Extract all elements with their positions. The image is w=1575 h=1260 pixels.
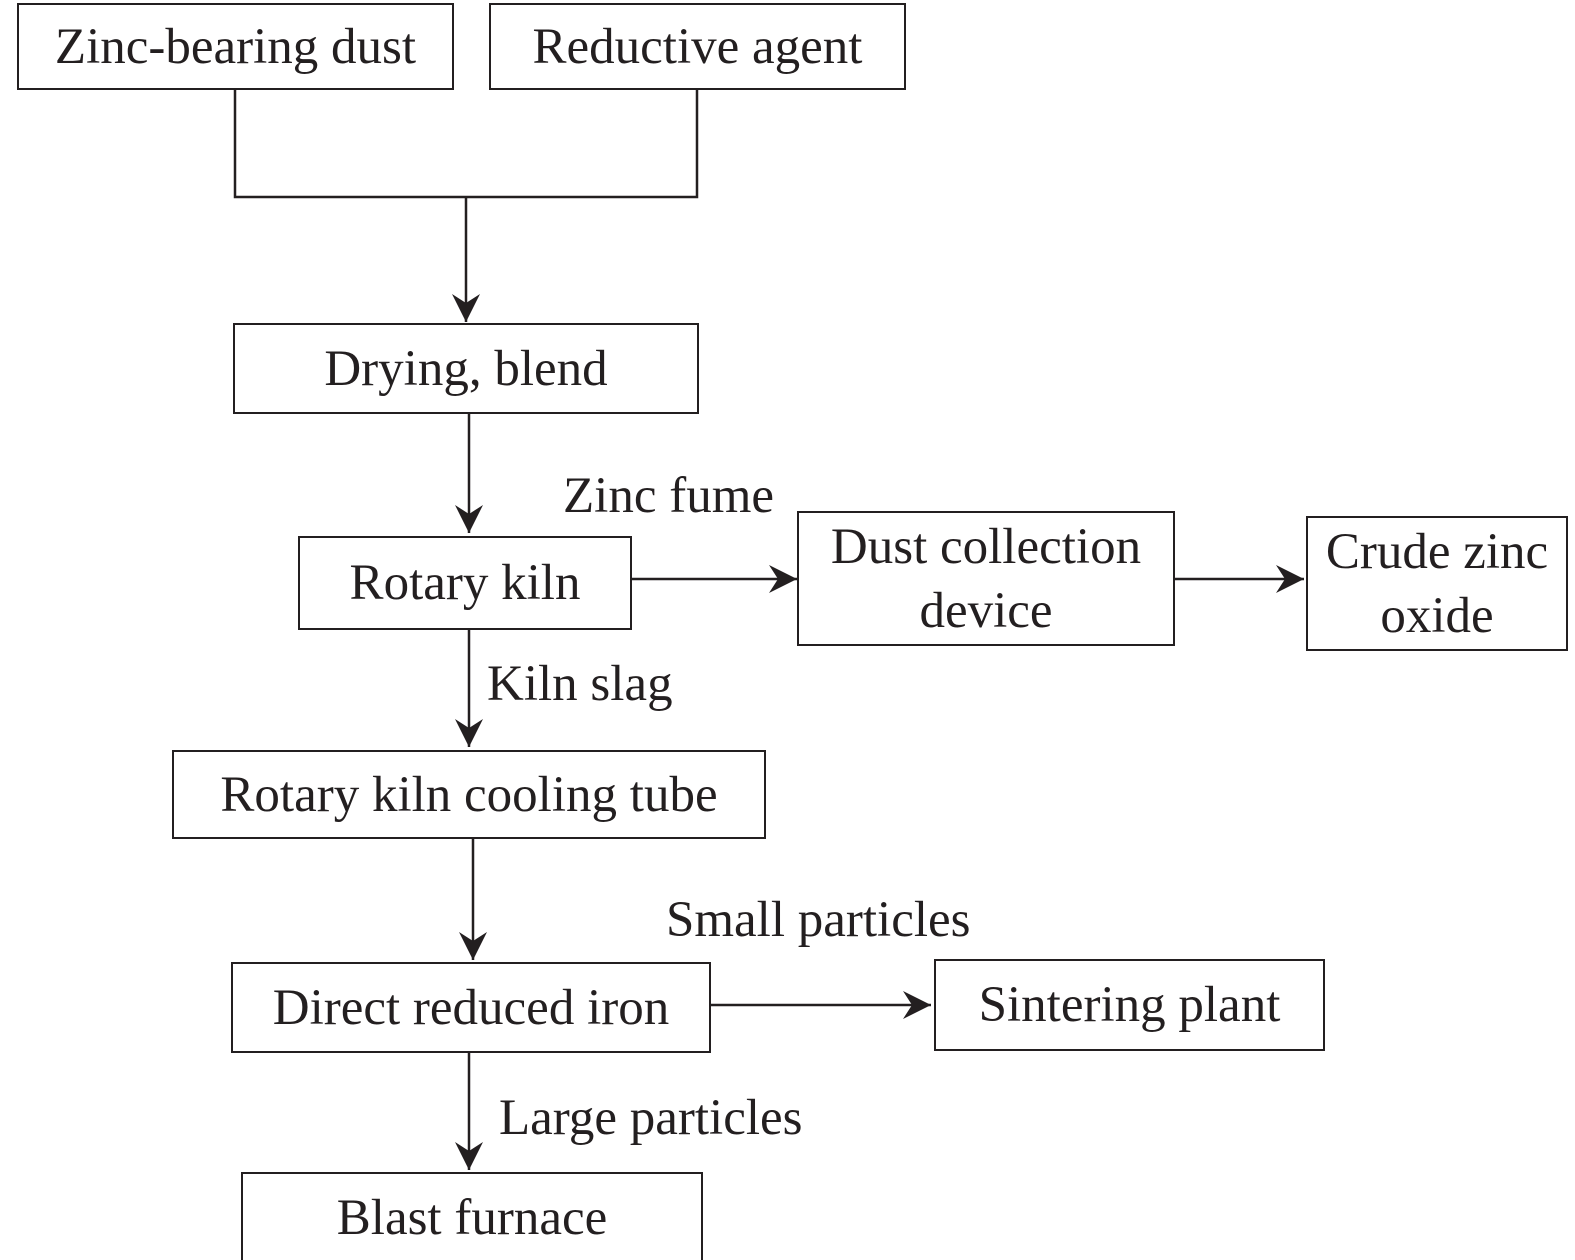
node-sintering-plant-label: Sintering plant — [978, 977, 1281, 1033]
arrowhead-blast-furnace — [455, 1142, 483, 1170]
node-sintering-plant: Sintering plant — [934, 959, 1325, 1051]
node-rotary-kiln-cooling-tube: Rotary kiln cooling tube — [172, 750, 766, 839]
edge-label-large-particles: Large particles — [499, 1090, 803, 1146]
node-crude-zinc-oxide: Crude zinc oxide — [1306, 516, 1568, 651]
node-drying-blend-label: Drying, blend — [324, 340, 608, 397]
node-drying-blend: Drying, blend — [233, 323, 699, 414]
arrowhead-dust-collection — [769, 565, 797, 593]
arrowhead-drying — [452, 294, 480, 322]
node-blast-furnace-label: Blast furnace — [336, 1189, 608, 1246]
node-crude-zinc-label-line2: oxide — [1380, 587, 1494, 644]
merge-connector — [233, 88, 699, 199]
node-direct-reduced-iron-label: Direct reduced iron — [272, 979, 670, 1036]
arrowhead-kiln — [455, 505, 483, 533]
arrowhead-sintering — [903, 991, 931, 1019]
node-dust-collection-label-line1: Dust collection — [830, 518, 1142, 575]
node-cooling-tube-label: Rotary kiln cooling tube — [220, 766, 718, 823]
node-zinc-bearing-dust: Zinc-bearing dust — [17, 3, 454, 90]
edge-label-small-particles: Small particles — [666, 892, 971, 948]
edge-label-zinc-fume: Zinc fume — [563, 468, 774, 524]
node-reductive-agent-label: Reductive agent — [532, 18, 863, 75]
node-dust-collection-label-line2: device — [919, 582, 1053, 639]
arrowhead-crude-zinc — [1276, 565, 1304, 593]
node-rotary-kiln-label: Rotary kiln — [349, 555, 581, 611]
node-dust-collection-device: Dust collection device — [797, 511, 1175, 646]
node-zinc-bearing-dust-label: Zinc-bearing dust — [54, 18, 417, 75]
node-crude-zinc-label-line1: Crude zinc — [1325, 523, 1549, 580]
node-direct-reduced-iron: Direct reduced iron — [231, 962, 711, 1053]
node-reductive-agent: Reductive agent — [489, 3, 906, 90]
node-blast-furnace: Blast furnace — [241, 1172, 703, 1260]
arrowhead-dri — [459, 932, 487, 960]
edge-label-kiln-slag: Kiln slag — [487, 656, 673, 712]
arrowhead-cooling-tube — [455, 719, 483, 747]
node-rotary-kiln: Rotary kiln — [298, 536, 632, 630]
